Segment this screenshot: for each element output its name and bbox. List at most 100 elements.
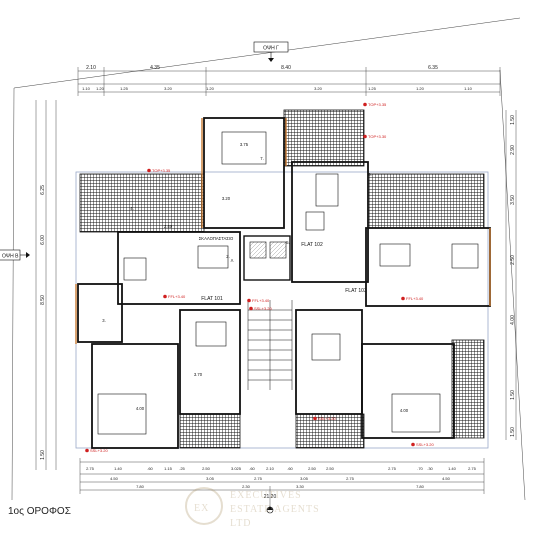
top-dim-label: 1.25 bbox=[368, 86, 377, 91]
area-label: 4.00 bbox=[400, 408, 409, 413]
room-label: Λ bbox=[231, 258, 234, 263]
bottom-dim-label: 2.75 bbox=[388, 466, 397, 471]
walls bbox=[77, 117, 491, 449]
balcony-east-bottom bbox=[451, 339, 485, 439]
flat-label: FLAT 102 bbox=[301, 242, 323, 248]
balconies bbox=[79, 109, 485, 449]
bottom-dim-label: .25 bbox=[179, 466, 185, 471]
bottom-dim-label: 2.50 bbox=[308, 466, 317, 471]
stairwell bbox=[243, 235, 293, 390]
flat-label: FLAT 101 bbox=[201, 296, 223, 302]
top-dim-label: 6.35 bbox=[428, 65, 438, 71]
dining-table-west bbox=[123, 257, 147, 281]
area-label: 2.40 bbox=[164, 224, 173, 229]
bottom-dim-label: 2.50 bbox=[326, 466, 335, 471]
balcony-south-east bbox=[295, 413, 365, 449]
level-label: FFL+3.40 bbox=[406, 296, 424, 301]
bottom-dim-label: 1.15 bbox=[164, 466, 173, 471]
level-dot-icon bbox=[401, 296, 405, 301]
furniture bbox=[97, 131, 479, 435]
elevation-label-left: ΟΨΗ Β bbox=[0, 249, 30, 261]
top-dim-label: 4.35 bbox=[150, 65, 160, 71]
bottom-dim-label: 7.80 bbox=[136, 484, 145, 489]
bottom-dim-label: 2.75 bbox=[346, 476, 355, 481]
sofa-east bbox=[379, 243, 411, 267]
level-dot-icon bbox=[363, 134, 367, 139]
left-dimensions bbox=[35, 100, 57, 470]
site-boundary bbox=[11, 17, 526, 501]
balcony-east-top bbox=[367, 173, 485, 229]
level-label: SSL+3.20 bbox=[90, 448, 108, 453]
bottom-dim-label: 2.30 bbox=[242, 484, 251, 489]
right-dim-label: 3.50 bbox=[510, 195, 516, 205]
top-dim-label: 1.25 bbox=[120, 86, 129, 91]
bottom-dim-label: 2.75 bbox=[468, 466, 477, 471]
flat-label: FLAT 103 bbox=[345, 288, 367, 294]
area-label: 4.00 bbox=[136, 406, 145, 411]
level-dot-icon bbox=[247, 298, 251, 303]
level-label: SSL+3.20 bbox=[318, 416, 336, 421]
bottom-dim-label: 2.75 bbox=[254, 476, 263, 481]
bed-north bbox=[221, 131, 267, 165]
elevation-top-text: ΟΨΗ Γ bbox=[263, 46, 279, 52]
level-dot-icon bbox=[249, 306, 253, 311]
level-label: TOP+3.35 bbox=[152, 168, 171, 173]
level-label: SSL+3.20 bbox=[416, 442, 434, 447]
right-dimension-labels: 1.502.903.502.504.001.501.50 bbox=[510, 115, 516, 437]
bottom-dim-label: 3.025 bbox=[231, 466, 242, 471]
bottom-dim-label: 7.80 bbox=[416, 484, 425, 489]
top-dim-label: 1.10 bbox=[464, 86, 473, 91]
sofa-north bbox=[315, 173, 339, 207]
arrow-marker-icon bbox=[266, 506, 274, 514]
right-dim-label: 1.50 bbox=[510, 390, 516, 400]
bottom-dim-label: 3.05 bbox=[206, 476, 215, 481]
top-dim-label: 1.20 bbox=[416, 86, 425, 91]
bottom-dim-label: .60 bbox=[147, 466, 153, 471]
level-label: FFL+3.40 bbox=[168, 294, 186, 299]
right-dim-label: 4.00 bbox=[510, 315, 516, 325]
right-dim-label: 1.50 bbox=[510, 427, 516, 437]
level-label: FFL+3.40 bbox=[252, 298, 270, 303]
room-label: 2. bbox=[226, 254, 230, 259]
bottom-dim-label: 2.10 bbox=[266, 466, 275, 471]
accent-walls bbox=[75, 118, 491, 344]
right-dimensions bbox=[505, 110, 517, 440]
bottom-dimension-row1: 2.75 1.40 .60 1.15 .25 2.50 3.025 .60 2.10 .60 2.5… bbox=[86, 466, 477, 471]
bottom-dim-label: 2.50 bbox=[202, 466, 211, 471]
bed-south-west bbox=[97, 393, 147, 435]
room-label: ΣΚΑΛΟΠΑΣΤΑΣΙΟ bbox=[199, 236, 234, 241]
left-dim-label: 1.50 bbox=[40, 450, 46, 460]
bottom-dim-label: 1.40 bbox=[448, 466, 457, 471]
top-dim-label: 2.10 bbox=[86, 65, 96, 71]
right-dim-label: 2.50 bbox=[510, 255, 516, 265]
top-dim-label: 3.20 bbox=[164, 86, 173, 91]
bottom-dim-label: 2.75 bbox=[86, 466, 95, 471]
sofa-west bbox=[197, 245, 229, 269]
elevation-left-text: ΟΨΗ Β bbox=[2, 254, 19, 260]
top-dim-label: 8.40 bbox=[281, 65, 291, 71]
bottom-dim-label: 3.05 bbox=[300, 476, 309, 481]
dining-table-east bbox=[451, 243, 479, 269]
bottom-dim-label: .60 bbox=[249, 466, 255, 471]
bottom-dimensions bbox=[79, 458, 485, 506]
bed-small-east bbox=[311, 333, 341, 361]
level-dot-icon bbox=[411, 442, 415, 447]
area-label: 3.20 bbox=[222, 196, 231, 201]
dining-table-north bbox=[305, 211, 325, 231]
left-dim-label: 8.50 bbox=[40, 295, 46, 305]
room-label: 7. bbox=[260, 156, 264, 161]
level-dot-icon bbox=[163, 294, 167, 299]
level-markers: TOP+3.35TOP+3.30TOP+3.35FFL+3.40FFL+3.40… bbox=[85, 102, 434, 453]
level-label: TOP+3.30 bbox=[368, 134, 387, 139]
room-label: 6. bbox=[368, 172, 372, 177]
bed-small-west bbox=[195, 321, 227, 347]
bottom-dim-label: .60 bbox=[287, 466, 293, 471]
level-dot-icon bbox=[313, 416, 317, 421]
bed-south-east bbox=[391, 393, 441, 433]
